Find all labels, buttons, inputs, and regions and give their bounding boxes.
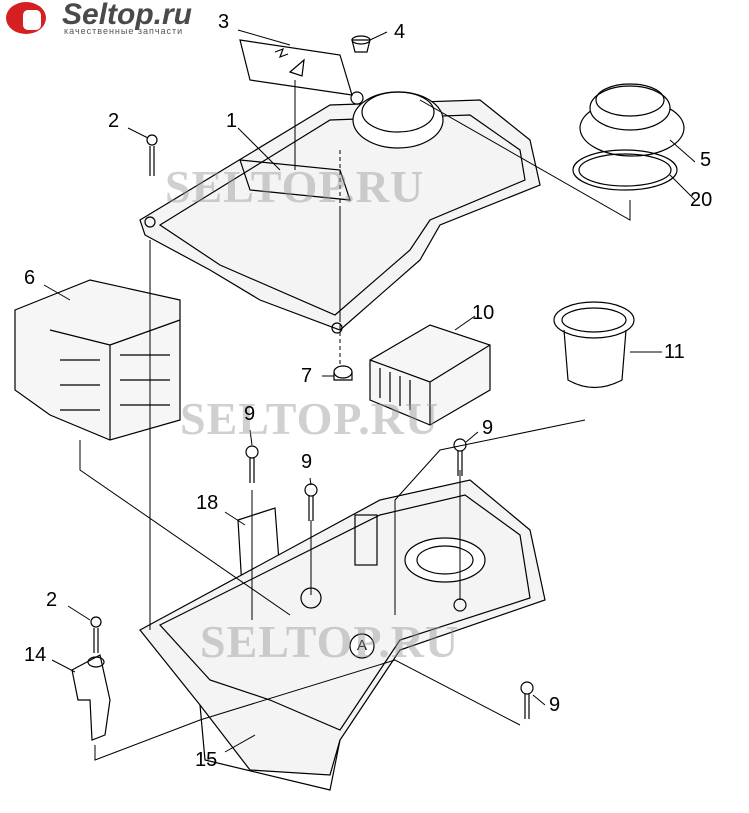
logo-fist-icon bbox=[6, 2, 46, 34]
callout-1: 1 bbox=[226, 110, 238, 132]
callout-15: 15 bbox=[195, 749, 218, 771]
sleeve-part bbox=[553, 301, 635, 389]
callout-4: 4 bbox=[394, 21, 406, 43]
callout-11: 11 bbox=[664, 341, 685, 363]
callout-7: 7 bbox=[301, 365, 313, 387]
callout-9: 9 bbox=[482, 417, 494, 439]
callout-10: 10 bbox=[472, 302, 495, 324]
callout-18: 18 bbox=[196, 492, 219, 514]
leader-lines bbox=[43, 29, 696, 761]
callout-14: 14 bbox=[24, 644, 47, 666]
callout-9: 9 bbox=[301, 451, 313, 473]
clip-part bbox=[71, 654, 111, 741]
screw-part bbox=[90, 616, 102, 628]
relay-part bbox=[369, 324, 491, 426]
knob-part bbox=[579, 83, 685, 157]
callout-9: 9 bbox=[244, 403, 256, 425]
callout-5: 5 bbox=[700, 149, 712, 171]
watermark: SELTOP.RU bbox=[165, 161, 425, 212]
logo-tagline: качественные запчасти bbox=[64, 26, 184, 36]
callout-2: 2 bbox=[46, 589, 58, 611]
inspection-mark: A bbox=[357, 637, 368, 654]
callout-6: 6 bbox=[24, 267, 36, 289]
gasket-part bbox=[572, 149, 678, 191]
callout-20: 20 bbox=[690, 189, 713, 211]
cap-part bbox=[351, 35, 371, 53]
callout-2: 2 bbox=[108, 110, 120, 132]
logo-name: Seltop.ru bbox=[62, 0, 193, 31]
watermark: SELTOP.RU bbox=[200, 616, 460, 667]
callout-3: 3 bbox=[218, 11, 230, 33]
screw-part bbox=[146, 134, 158, 176]
base-housing-part bbox=[139, 479, 546, 791]
callout-9: 9 bbox=[549, 694, 561, 716]
watermark: SELTOP.RU bbox=[180, 393, 440, 444]
nut-part bbox=[333, 365, 353, 381]
warning-label-part bbox=[239, 39, 353, 96]
contactor-part bbox=[14, 279, 181, 441]
